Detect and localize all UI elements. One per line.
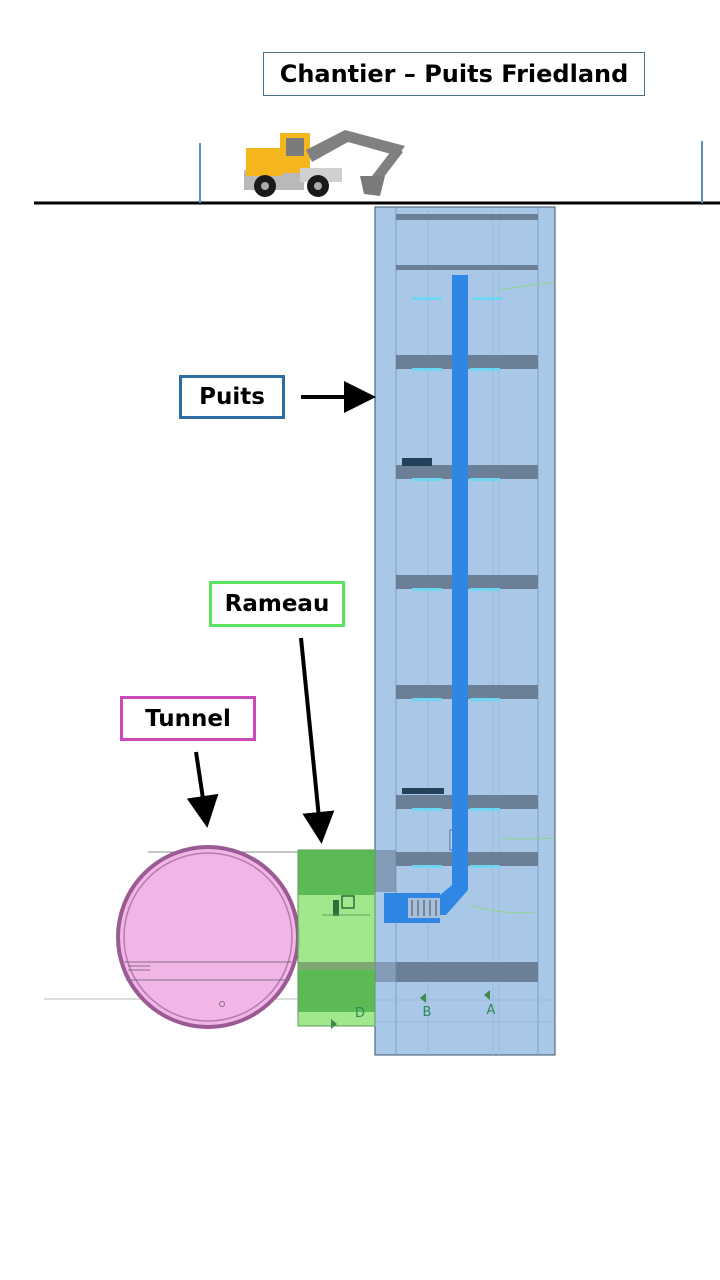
rameau: D	[297, 849, 396, 1029]
tunnel-arrow	[186, 751, 219, 828]
section-mark-d: D	[355, 1006, 365, 1021]
section-mark-a: A	[484, 990, 496, 1018]
rameau-arrow	[299, 637, 335, 844]
rameau-label: Rameau	[209, 581, 345, 627]
tunnel-label: Tunnel	[120, 696, 256, 741]
page-title: Chantier – Puits Friedland	[263, 52, 645, 96]
shaft	[374, 206, 556, 1056]
svg-text:A: A	[487, 1003, 496, 1018]
section-mark-b: B	[420, 993, 431, 1020]
svg-text:B: B	[423, 1005, 432, 1020]
puits-label: Puits	[179, 375, 285, 419]
tunnel	[44, 845, 300, 1029]
excavator-icon	[244, 130, 405, 197]
